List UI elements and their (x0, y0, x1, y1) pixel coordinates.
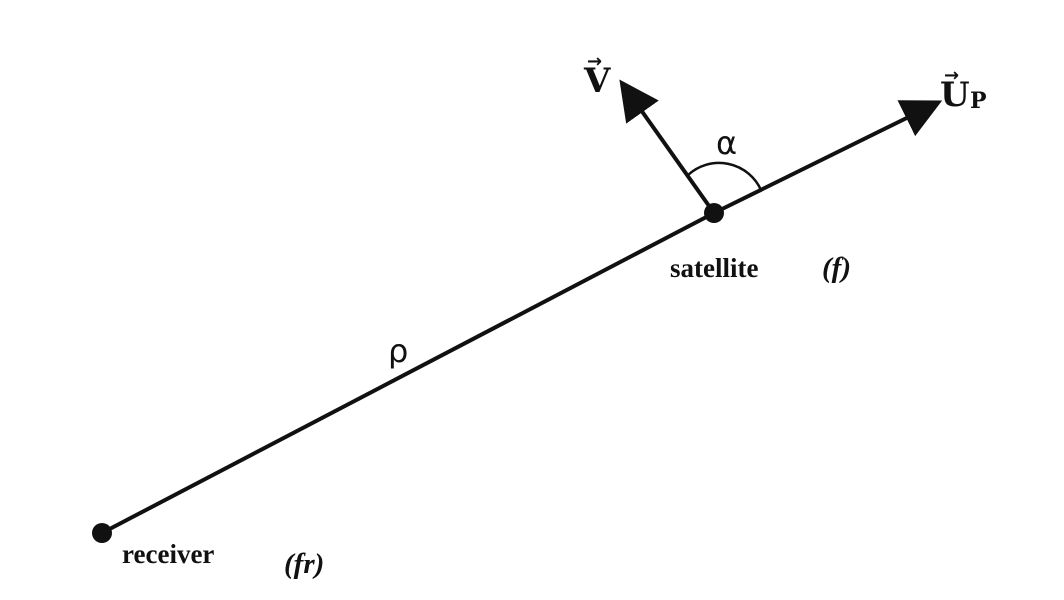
velocity-vector-label: V (583, 61, 611, 101)
receiver-dot (92, 523, 112, 543)
satellite-dot (704, 203, 724, 223)
angle-label: α (716, 124, 737, 162)
satellite-label: satellite (670, 253, 758, 283)
line-of-sight (101, 211, 715, 535)
unit-vector-subscript: P (970, 88, 987, 114)
receiver-label: receiver (122, 539, 214, 569)
velocity-vector-arrow-accent: → (587, 51, 602, 72)
unit-vector-arrow (713, 100, 943, 215)
angle-arc (687, 161, 763, 191)
unit-vector-arrow-accent: → (944, 65, 959, 86)
receiver-frequency-label: (fr) (284, 548, 324, 580)
satellite-frequency-label: (f) (822, 252, 851, 284)
velocity-vector-arrow (619, 79, 716, 215)
unit-vector-label: U (940, 75, 970, 115)
distance-label: ρ (388, 332, 408, 370)
